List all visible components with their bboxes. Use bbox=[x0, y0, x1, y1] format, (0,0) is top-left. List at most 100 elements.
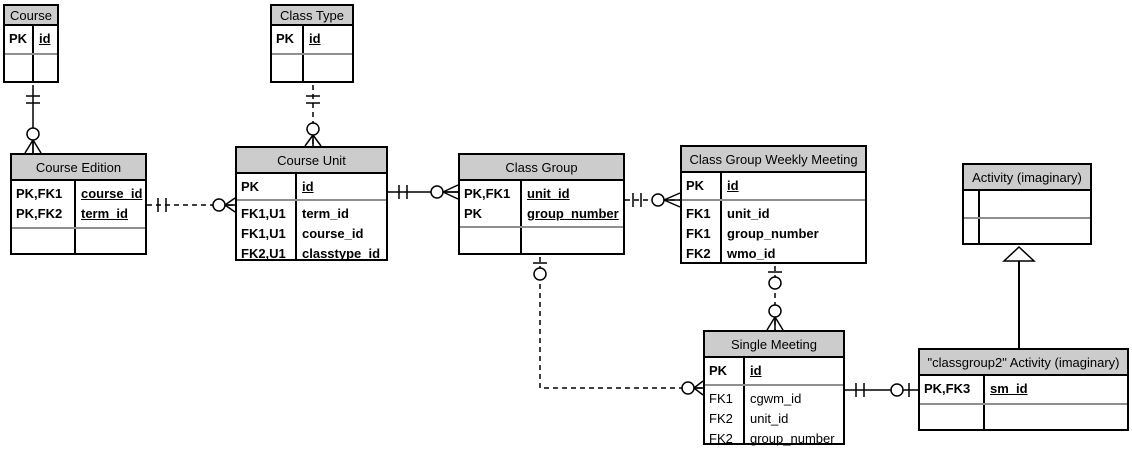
table-row: PK id bbox=[5, 29, 57, 49]
attribute-section-empty bbox=[12, 227, 145, 253]
key-cell: PK bbox=[686, 178, 705, 193]
attr-cell: course_id bbox=[302, 226, 364, 241]
primary-key-section: PK id bbox=[5, 26, 57, 53]
rel-course-unit-to-class-group bbox=[388, 184, 459, 200]
key-cell: FK2 bbox=[709, 431, 733, 446]
key-cell: PK bbox=[9, 31, 28, 46]
attr-cell: sm_id bbox=[990, 381, 1028, 396]
key-cell: FK1 bbox=[686, 226, 711, 241]
key-cell: PK,FK3 bbox=[924, 381, 971, 396]
rel-single-meeting-to-classgroup2-activity bbox=[845, 383, 918, 397]
table-row: FK2,U1 classtype_id bbox=[237, 244, 386, 264]
rel-course-to-course-edition bbox=[24, 85, 42, 154]
table-row: FK1 group_number bbox=[682, 224, 865, 244]
entity-title: Course Edition bbox=[12, 155, 145, 181]
primary-key-section: PK id bbox=[705, 358, 843, 384]
entity-class-group: Class Group PK,FK1 unit_id PK group_numb… bbox=[458, 153, 625, 255]
entity-title: "classgroup2" Activity (imaginary) bbox=[920, 350, 1127, 376]
entity-course-edition: Course Edition PK,FK1 course_id PK,FK2 t… bbox=[10, 153, 147, 255]
attribute-section: FK1 cgwm_id FK2 unit_id FK2 group_number bbox=[705, 384, 843, 446]
entity-class-group-weekly-meeting: Class Group Weekly Meeting PK id FK1 uni… bbox=[680, 145, 867, 264]
key-cell: PK bbox=[276, 31, 295, 46]
key-cell: FK2 bbox=[709, 411, 733, 426]
entity-title: Class Group Weekly Meeting bbox=[682, 147, 865, 173]
attr-cell: unit_id bbox=[527, 186, 570, 201]
table-row: PK id bbox=[272, 29, 352, 49]
inheritance-triangle-icon bbox=[1002, 245, 1036, 262]
key-cell: FK1,U1 bbox=[241, 226, 286, 241]
table-row: PK,FK1 unit_id bbox=[460, 184, 623, 204]
primary-key-section: PK id bbox=[682, 173, 865, 199]
table-row: PK,FK1 course_id bbox=[12, 184, 145, 204]
primary-key-section: PK,FK1 course_id PK,FK2 term_id bbox=[12, 181, 145, 227]
table-row: FK1,U1 course_id bbox=[237, 224, 386, 244]
attribute-section-empty bbox=[920, 403, 1127, 429]
primary-key-section: PK,FK3 sm_id bbox=[920, 376, 1127, 403]
key-cell: PK,FK2 bbox=[16, 206, 63, 221]
primary-key-section: PK id bbox=[272, 26, 352, 53]
entity-course: Course PK id bbox=[3, 4, 59, 83]
entity-title: Activity (imaginary) bbox=[964, 165, 1090, 191]
attr-cell: term_id bbox=[302, 206, 349, 221]
attribute-section-empty bbox=[272, 53, 352, 81]
table-row: PK,FK2 term_id bbox=[12, 204, 145, 224]
attr-cell: group_number bbox=[727, 226, 819, 241]
rel-weekly-meeting-to-single-meeting bbox=[766, 266, 784, 331]
table-row: PK id bbox=[705, 361, 843, 381]
attr-cell: wmo_id bbox=[727, 246, 776, 261]
attr-cell: id bbox=[302, 179, 314, 194]
key-cell: PK,FK1 bbox=[464, 186, 511, 201]
attr-cell: group_number bbox=[750, 431, 835, 446]
entity-course-unit: Course Unit PK id FK1,U1 term_id FK1,U1 … bbox=[235, 146, 388, 261]
key-cell: PK bbox=[464, 206, 483, 221]
entity-title: Course bbox=[5, 6, 57, 26]
attr-cell: classtype_id bbox=[302, 246, 381, 261]
attribute-section: FK1 unit_id FK1 group_number FK2 wmo_id bbox=[682, 199, 865, 262]
attr-cell: term_id bbox=[81, 206, 128, 221]
attr-cell: unit_id bbox=[727, 206, 770, 221]
table-row: FK1,U1 term_id bbox=[237, 204, 386, 224]
key-cell: PK bbox=[709, 363, 728, 378]
attr-cell: cgwm_id bbox=[750, 391, 802, 406]
table-row: FK1 unit_id bbox=[682, 204, 865, 224]
attr-cell: unit_id bbox=[750, 411, 789, 426]
entity-title: Single Meeting bbox=[705, 332, 843, 358]
key-cell: FK1 bbox=[686, 206, 711, 221]
primary-key-section: PK,FK1 unit_id PK group_number bbox=[460, 181, 623, 226]
entity-title: Class Group bbox=[460, 155, 623, 181]
rel-class-group-to-single-meeting bbox=[533, 257, 704, 396]
table-row: FK2 unit_id bbox=[705, 409, 843, 429]
key-cell: PK,FK1 bbox=[16, 186, 63, 201]
entity-class-type: Class Type PK id bbox=[270, 4, 354, 83]
table-row: FK2 wmo_id bbox=[682, 244, 865, 264]
primary-key-section-empty bbox=[964, 191, 1090, 217]
attr-cell: id bbox=[39, 31, 51, 46]
entity-title: Class Type bbox=[272, 6, 352, 26]
table-row: PK,FK3 sm_id bbox=[920, 379, 1127, 399]
rel-class-type-to-course-unit bbox=[304, 85, 322, 147]
entity-activity-imaginary: Activity (imaginary) bbox=[962, 163, 1092, 245]
key-cell: FK2,U1 bbox=[241, 246, 286, 261]
entity-single-meeting: Single Meeting PK id FK1 cgwm_id FK2 uni… bbox=[703, 330, 845, 446]
table-row: PK group_number bbox=[460, 204, 623, 224]
entity-title: Course Unit bbox=[237, 148, 386, 174]
key-cell: PK bbox=[241, 179, 260, 194]
table-row: FK1 cgwm_id bbox=[705, 389, 843, 409]
attribute-section-empty bbox=[460, 226, 623, 253]
table-row: PK id bbox=[682, 176, 865, 196]
attribute-section-empty bbox=[5, 53, 57, 81]
key-cell: FK1,U1 bbox=[241, 206, 286, 221]
entity-classgroup2-activity-imaginary: "classgroup2" Activity (imaginary) PK,FK… bbox=[918, 348, 1129, 431]
primary-key-section: PK id bbox=[237, 174, 386, 199]
attr-cell: course_id bbox=[81, 186, 143, 201]
key-cell: FK2 bbox=[686, 246, 711, 261]
attribute-section-empty bbox=[964, 217, 1090, 243]
attr-cell: id bbox=[309, 31, 321, 46]
rel-inheritance-classgroup2-to-activity bbox=[1002, 245, 1036, 348]
table-row: FK2 group_number bbox=[705, 429, 843, 449]
rel-course-edition-to-course-unit bbox=[147, 197, 236, 213]
attr-cell: id bbox=[750, 363, 762, 378]
rel-class-group-to-weekly-meeting bbox=[625, 192, 681, 208]
